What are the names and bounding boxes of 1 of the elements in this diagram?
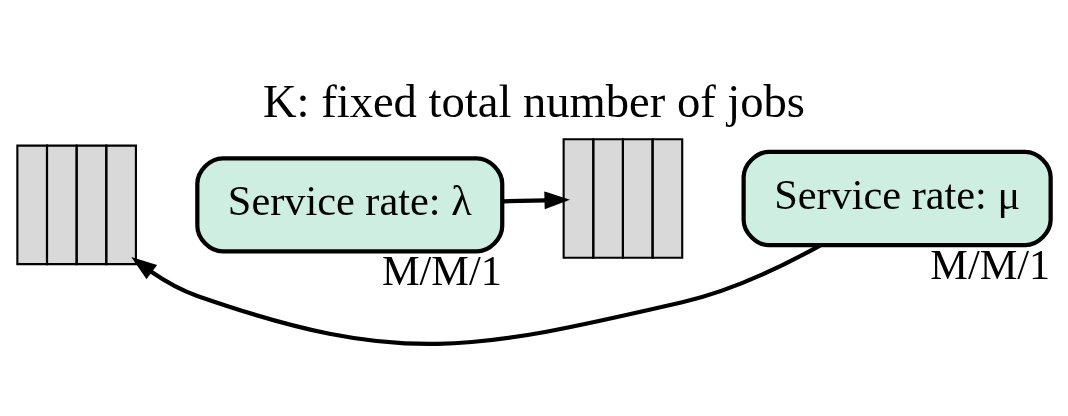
- diagram-title: K: fixed total number of jobs: [262, 75, 806, 128]
